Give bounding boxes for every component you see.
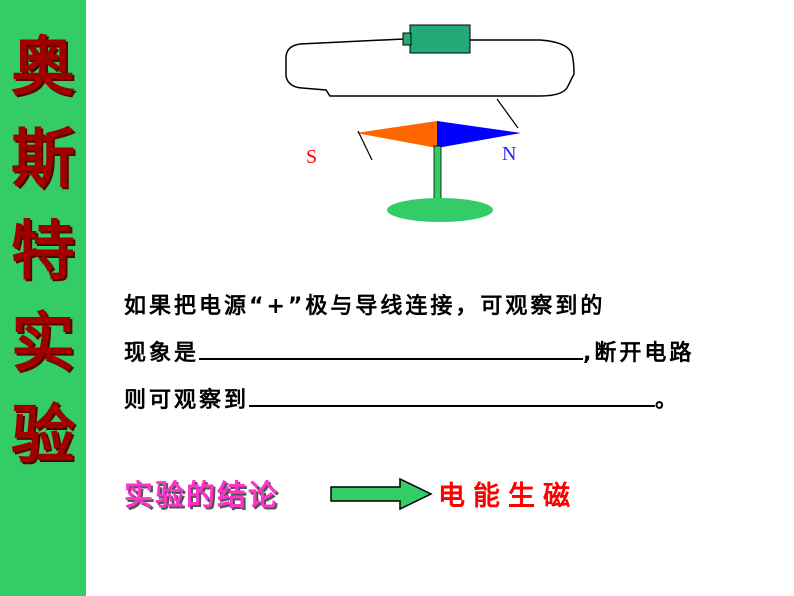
question-line-2-suffix: ,断开电路 <box>583 341 695 366</box>
needle-pointer-line <box>357 130 373 161</box>
title-char: 奥 <box>11 30 75 105</box>
north-pole-label: N <box>502 143 517 165</box>
needle-north <box>437 121 521 148</box>
question-line-3-prefix: 则可观察到 <box>124 388 250 413</box>
wire-loop <box>285 38 575 97</box>
south-pole-label: S <box>306 146 318 168</box>
sidebar-title: 奥 斯 特 实 验 <box>0 22 86 482</box>
question-line-2-prefix: 现象是 <box>124 341 200 366</box>
battery-terminal <box>402 32 412 46</box>
question-text: 如果把电源“+”极与导线连接，可观察到的 现象是 ,断开电路 则可观察到 。 <box>124 283 784 424</box>
stand-post <box>433 145 442 205</box>
question-line-3-suffix: 。 <box>655 388 681 413</box>
question-line-2: 现象是 ,断开电路 <box>124 330 784 377</box>
conclusion-result: 电能生磁 <box>438 481 578 512</box>
title-char: 验 <box>11 398 75 473</box>
needle-south <box>356 121 437 148</box>
title-char: 斯 <box>11 122 75 197</box>
question-line-1: 如果把电源“+”极与导线连接，可观察到的 <box>124 294 606 319</box>
answer-blank-1[interactable] <box>199 332 584 360</box>
sidebar: 奥 斯 特 实 验 <box>0 0 86 596</box>
conclusion-label: 实验的结论 <box>124 478 280 512</box>
question-line-3: 则可观察到 。 <box>124 377 784 424</box>
stand-base <box>387 198 493 222</box>
wire-pointer-line <box>496 98 519 129</box>
answer-blank-2[interactable] <box>249 379 656 407</box>
conclusion-arrow-icon <box>330 477 433 511</box>
battery <box>409 24 471 54</box>
title-char: 实 <box>11 306 75 381</box>
title-char: 特 <box>11 214 75 289</box>
